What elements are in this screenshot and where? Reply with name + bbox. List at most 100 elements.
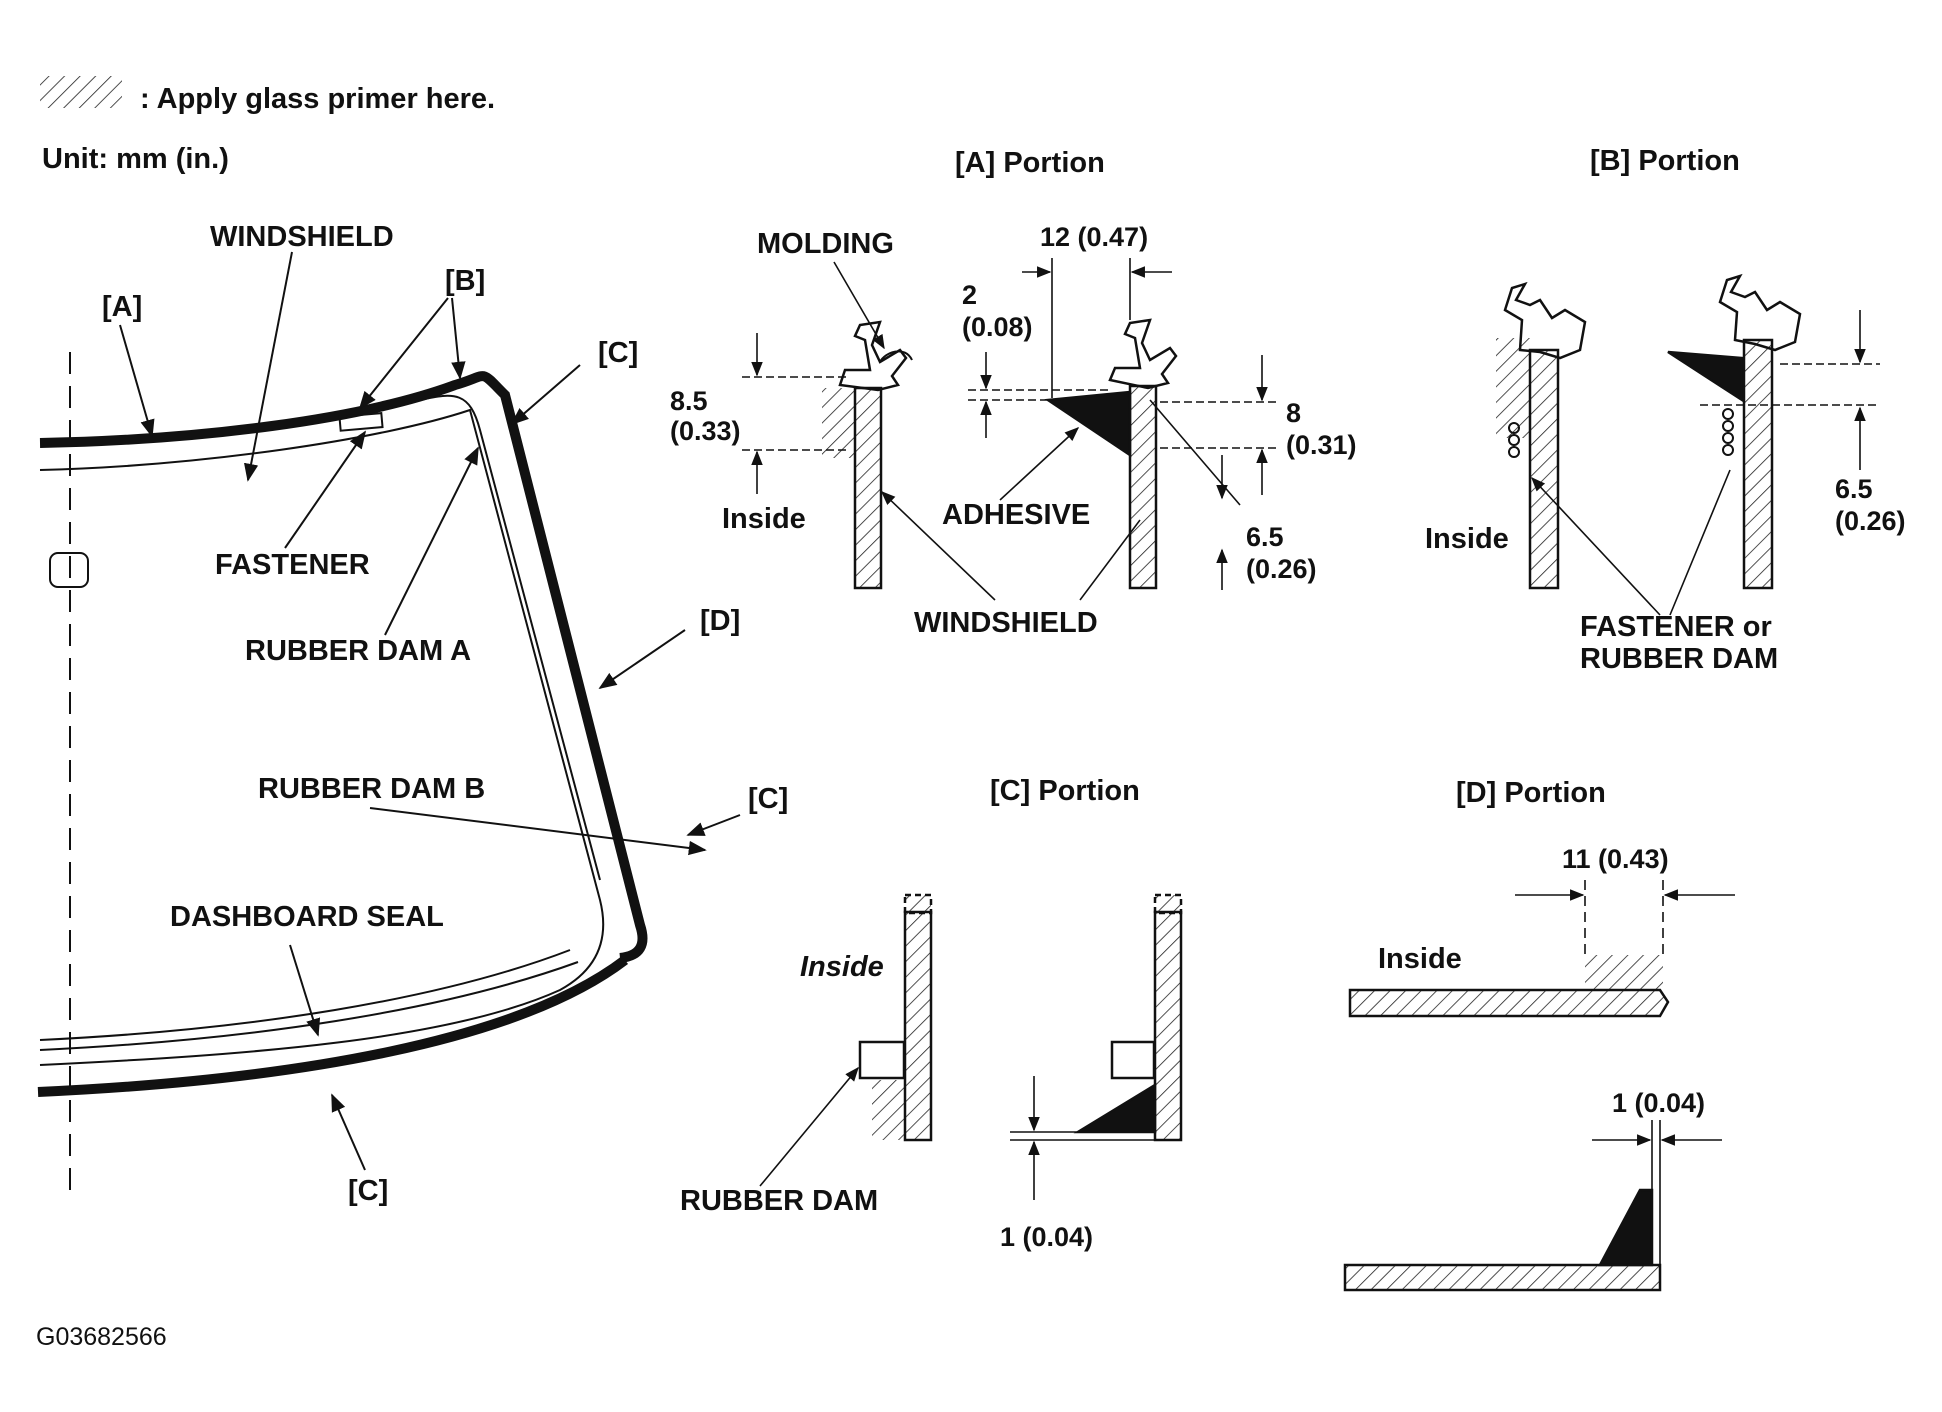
windshield-overview [37, 352, 648, 1200]
legend: : Apply glass primer here. Unit: mm (in.… [40, 76, 495, 175]
primer-hatch-swatch [40, 76, 122, 108]
glass-c-right-top [1153, 893, 1183, 915]
dim-11: 11 (0.43) [1562, 844, 1669, 874]
fastener-bead-b5 [1722, 420, 1734, 432]
primer-note: : Apply glass primer here. [140, 83, 495, 115]
inside-a: Inside [722, 503, 806, 535]
inside-d: Inside [1378, 943, 1462, 975]
portion-a-labels: MOLDING 8.5 (0.33) Inside 12 (0.47) 2 (0… [670, 222, 1357, 639]
rubber-dam-a-label: RUBBER DAM A [245, 635, 471, 667]
adhesive-bead-a [1044, 390, 1132, 458]
portion-c-dim-lines [759, 1066, 1180, 1200]
portion-c-labels: Inside RUBBER DAM 1 (0.04) [680, 951, 1093, 1252]
fastener-bead-b7 [1722, 444, 1734, 456]
windshield-label: WINDSHIELD [210, 221, 394, 253]
dim-8: 8 [1286, 398, 1301, 428]
primer-hatch-a [822, 388, 854, 458]
glass-a-left [853, 386, 883, 590]
portion-b-labels: Inside 6.5 (0.26) FASTENER or RUBBER DAM [1425, 474, 1906, 675]
portion-c-heading: [C] Portion [990, 775, 1140, 807]
dim-6-5-b-in: (0.26) [1835, 506, 1906, 536]
rubber-dam-c-right [1110, 1040, 1156, 1080]
portion-a-detail-right [1044, 318, 1178, 590]
portion-b-detail-left [1496, 281, 1587, 590]
portion-d-dim-lines [1515, 880, 1735, 1265]
tag-c-mid: [C] [748, 783, 788, 815]
primer-hatch-b [1496, 338, 1530, 438]
dim-1-d: 1 (0.04) [1612, 1088, 1705, 1118]
adhesive-bead-d [1597, 1188, 1654, 1267]
dashboard-seal-line [39, 949, 571, 1041]
dim-2-in: (0.08) [962, 312, 1033, 342]
inside-c: Inside [800, 951, 884, 983]
molding-b-right [1718, 273, 1802, 352]
leader-tag-a [119, 324, 155, 438]
glass-c-right [1153, 910, 1183, 1142]
adhesive-bead-c [1073, 1082, 1157, 1134]
fastener-bead-b3 [1508, 446, 1520, 458]
windshield-bottom-edge [37, 956, 629, 1097]
leader-tag-b-1 [358, 297, 449, 410]
portion-d-labels: 11 (0.43) Inside 1 (0.04) [1378, 844, 1705, 1118]
molding-b-left [1503, 281, 1587, 360]
rubber-dam-b-label: RUBBER DAM B [258, 773, 485, 805]
dashboard-seal-line-2 [39, 961, 579, 1051]
leader-fastener-b-1 [1531, 476, 1661, 616]
dim-6-5-b: 6.5 [1835, 474, 1873, 504]
dim-6-5-a-in: (0.26) [1246, 554, 1317, 584]
windshield-outer-edge [39, 371, 648, 963]
dim-2: 2 [962, 280, 977, 310]
portion-b-dim-lines [1531, 310, 1880, 616]
portion-c-detail-left [858, 893, 933, 1142]
tag-c-bottom: [C] [348, 1175, 388, 1207]
overview-labels: WINDSHIELD [A] [B] [C] FASTENER RUBBER D… [102, 221, 788, 1207]
mirror-mount-outline [49, 552, 89, 588]
fastener-label: FASTENER [215, 549, 370, 581]
glass-d-top [1348, 988, 1670, 1018]
fastener-bead-b1 [1508, 422, 1520, 434]
glass-a-right [1128, 384, 1158, 590]
leader-tag-c-top [510, 364, 581, 426]
unit-label: Unit: mm (in.) [42, 143, 229, 175]
leader-rubber-dam-b [369, 807, 707, 856]
fastener-bead-b2 [1508, 434, 1520, 446]
leader-tag-c-bottom [331, 1093, 366, 1171]
fastener-bead-b6 [1722, 432, 1734, 444]
windshield-inner-line [39, 408, 605, 1066]
glass-b-left [1528, 348, 1560, 590]
rubber-dam-a-line [419, 394, 601, 881]
portion-a-detail-left [822, 320, 913, 590]
windshield-label-a: WINDSHIELD [914, 607, 1098, 639]
tag-c-top: [C] [598, 337, 638, 369]
dim-1-c: 1 (0.04) [1000, 1222, 1093, 1252]
portion-d-detail-top [1348, 955, 1670, 1018]
molding-a-right [1108, 318, 1178, 390]
portion-b-heading: [B] Portion [1590, 145, 1740, 177]
dim-6-5-a: 6.5 [1246, 522, 1284, 552]
dim-8-in: (0.31) [1286, 430, 1357, 460]
molding-label: MOLDING [757, 228, 894, 260]
portion-a-heading: [A] Portion [955, 147, 1105, 179]
overview-leaders [119, 251, 741, 1171]
primer-hatch-c [872, 1080, 904, 1140]
fastener-bead-b4 [1722, 408, 1734, 420]
tag-a: [A] [102, 291, 142, 323]
leader-tag-b-2 [451, 297, 466, 380]
portion-d-heading: [D] Portion [1456, 777, 1606, 809]
rubber-dam-label-c: RUBBER DAM [680, 1185, 878, 1217]
glass-c-left-top [903, 893, 933, 915]
fastener-block [338, 412, 384, 432]
leader-fastener [284, 430, 367, 549]
leader-fastener-b-2 [1669, 469, 1731, 616]
tag-b: [B] [445, 265, 485, 297]
primer-hatch-d [1585, 955, 1663, 989]
dashboard-seal-label: DASHBOARD SEAL [170, 901, 444, 933]
adhesive-label: ADHESIVE [942, 499, 1090, 531]
rubber-dam-label-b: RUBBER DAM [1580, 643, 1778, 675]
rubber-dam-c-left [858, 1040, 906, 1080]
tag-d: [D] [700, 605, 740, 637]
dim-8-5-in: (0.33) [670, 416, 741, 446]
leader-windshield [244, 251, 293, 482]
glass-b-right [1742, 338, 1774, 590]
dim-8-5: 8.5 [670, 386, 708, 416]
